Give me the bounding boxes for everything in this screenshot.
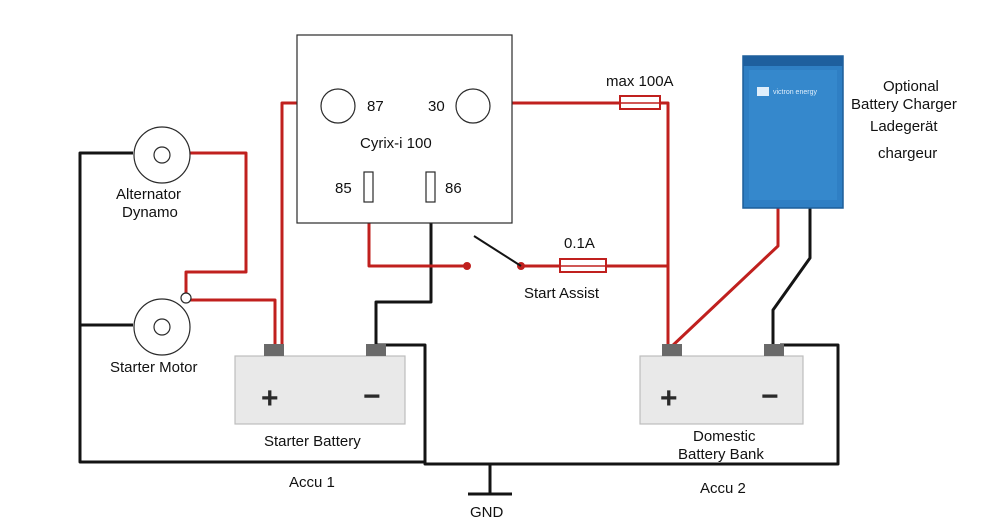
cyrix-relay: 87 30 85 86 Cyrix-i 100 — [296, 34, 513, 224]
switch-lever — [473, 235, 522, 267]
alternator-label-2: Dynamo — [122, 204, 178, 221]
starter-battery-negative-terminal — [366, 344, 386, 356]
alternator-shaft — [153, 146, 171, 164]
alternator: Alternator Dynamo — [116, 126, 191, 221]
domestic-battery-positive-terminal — [662, 344, 682, 356]
gnd-label: GND — [470, 504, 504, 521]
domestic-battery-plus-sign: + — [660, 382, 678, 415]
accu1-label: Accu 1 — [289, 474, 335, 491]
positive-wires — [184, 101, 780, 350]
charger-label-3: Ladegerät — [870, 118, 938, 135]
domestic-battery-negative-terminal — [764, 344, 784, 356]
starter-motor-label: Starter Motor — [110, 359, 198, 376]
accu2-label: Accu 2 — [700, 480, 746, 497]
main-fuse-to-domestic-wire — [660, 101, 670, 345]
starter-negative-wire — [376, 343, 840, 466]
domestic-battery-label-1: Domestic — [693, 428, 756, 445]
charger-positive-wire — [668, 206, 780, 350]
starter-motor: Starter Motor — [110, 292, 198, 376]
relay-terminal-87 — [320, 88, 356, 124]
relay-terminal-30 — [455, 88, 491, 124]
charger-negative-wire — [771, 208, 812, 345]
start-assist-switch: Start Assist — [463, 235, 600, 302]
relay-body — [296, 34, 513, 224]
pin-85-label: 85 — [335, 180, 352, 197]
pin-86-label: 86 — [445, 180, 462, 197]
starter-battery-label: Starter Battery — [264, 433, 361, 450]
small-fuse-label: 0.1A — [564, 235, 595, 252]
relay86-ground-wire — [374, 200, 433, 345]
relay-terminal-85 — [363, 171, 374, 203]
starter-battery-positive-terminal — [264, 344, 284, 356]
starter-motor-positive-wire — [186, 298, 277, 345]
relay-terminal-86 — [425, 171, 436, 203]
charger-label-2: Battery Charger — [851, 96, 957, 113]
starter-battery-minus-sign: − — [363, 380, 381, 413]
alternator-positive-wire — [184, 151, 248, 296]
domestic-battery-label-2: Battery Bank — [678, 446, 764, 463]
relay-name: Cyrix-i 100 — [360, 135, 432, 152]
battery-charger: victron energy Optional Battery Charger … — [742, 55, 957, 209]
charger-brand: victron energy — [773, 89, 817, 96]
charger-top-band — [743, 56, 843, 66]
switch-label: Start Assist — [524, 285, 600, 302]
victron-logo-icon — [757, 87, 769, 96]
alternator-label-1: Alternator — [116, 186, 181, 203]
pin-30-label: 30 — [428, 98, 445, 115]
charger-label-4: chargeur — [878, 145, 937, 162]
switch-contact-left — [463, 262, 471, 270]
domestic-battery-body — [639, 355, 804, 425]
starter-battery-plus-sign: + — [261, 382, 279, 415]
domestic-battery-minus-sign: − — [761, 380, 779, 413]
starter-motor-shaft — [153, 318, 171, 336]
starter-battery-body — [234, 355, 406, 425]
alternator-ground-wire — [78, 151, 425, 464]
starter-battery: + − Starter Battery — [234, 344, 406, 450]
small-fuse: 0.1A — [559, 235, 607, 273]
main-fuse: max 100A — [606, 73, 674, 110]
charger-label-1: Optional — [883, 78, 939, 95]
main-fuse-label: max 100A — [606, 73, 674, 90]
pin-87-label: 87 — [367, 98, 384, 115]
domestic-battery: + − Domestic Battery Bank — [639, 344, 804, 463]
starter-motor-terminal — [180, 292, 192, 304]
ground-wires — [78, 151, 840, 496]
